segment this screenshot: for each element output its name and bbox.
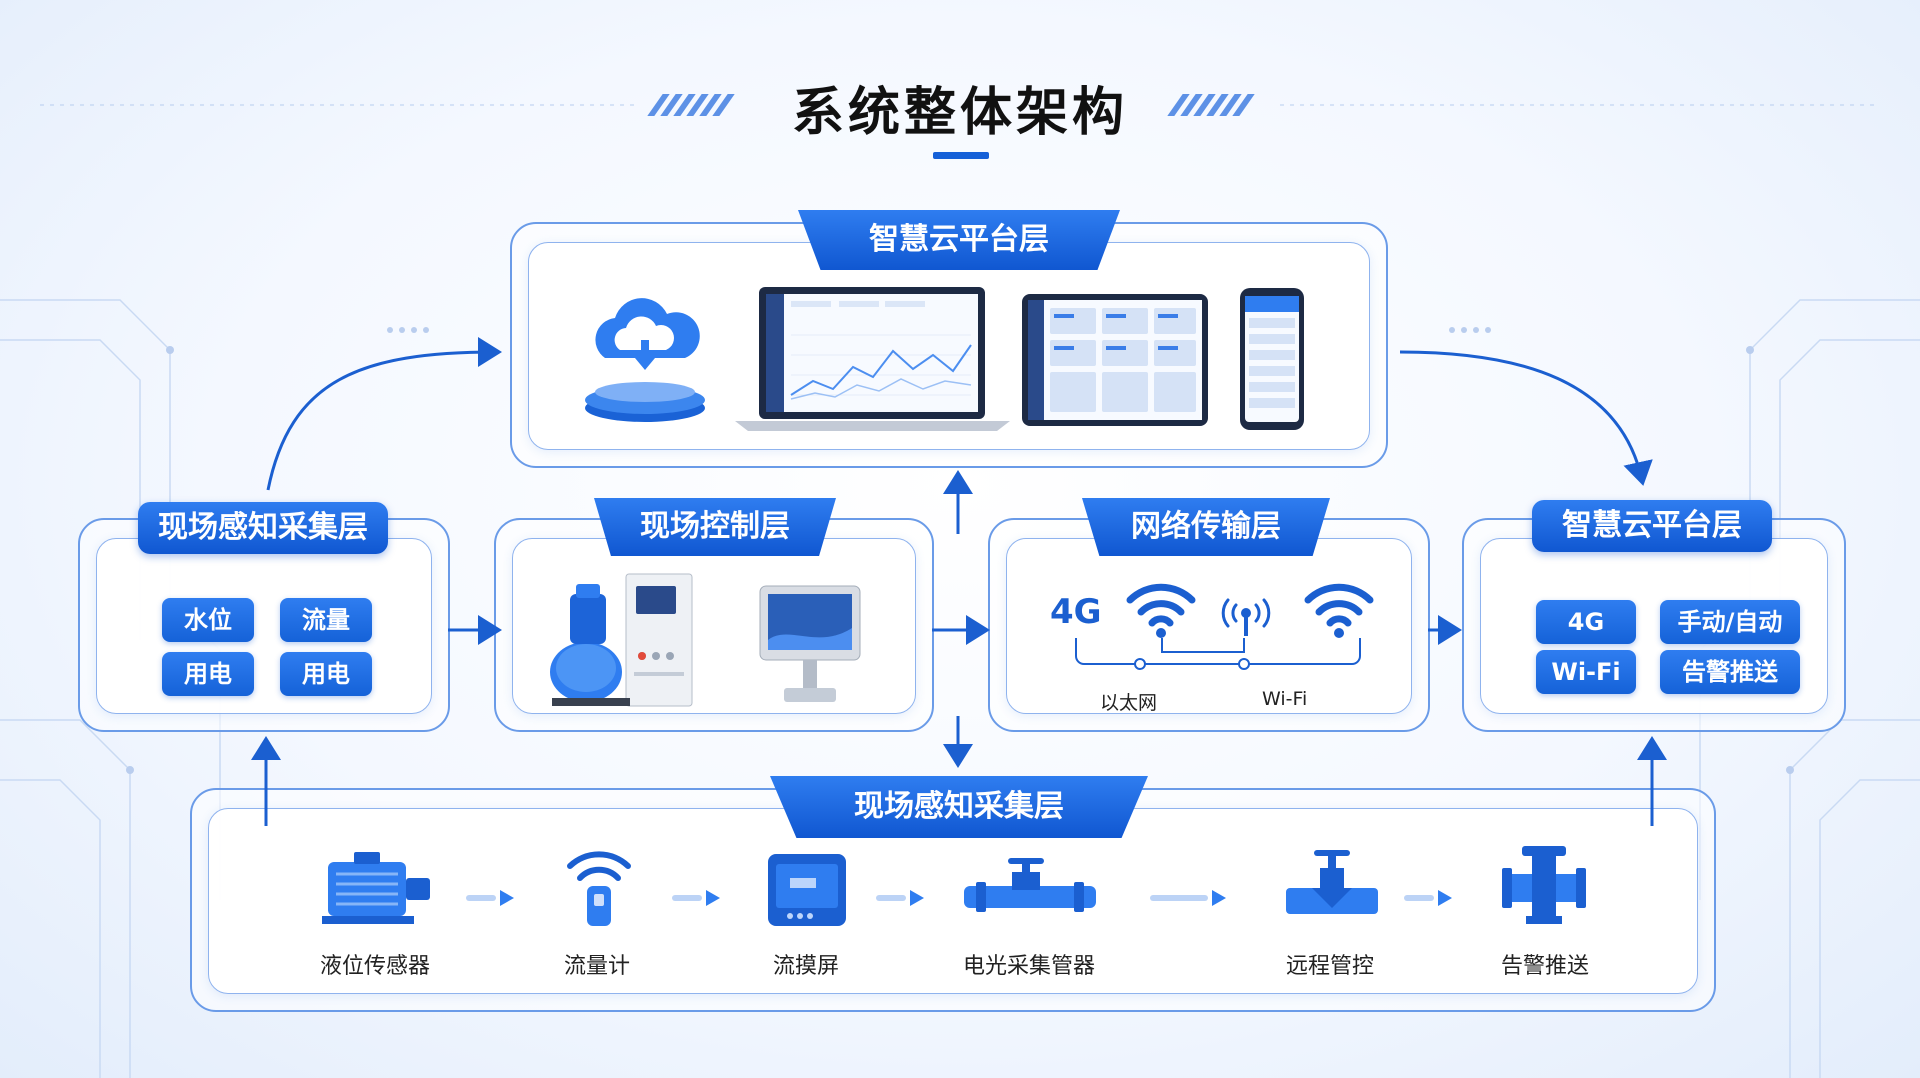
device-label-level-sensor: 液位传感器 (319, 954, 430, 979)
ethernet-label: 以太网 (1100, 692, 1158, 714)
bottom-sensing-tab: 现场感知采集层 (770, 776, 1148, 838)
chip-flow: 流量 (280, 598, 372, 642)
pump-unit-icon (550, 573, 693, 707)
tablet-dashboard-icon (1022, 294, 1208, 426)
network-layer-tab: 网络传输层 (1082, 498, 1330, 556)
control-layer-tab: 现场控制层 (594, 498, 836, 556)
page-title: 系统整体架构 (791, 83, 1128, 143)
sensing-layer-tab: 现场感知采集层 (138, 502, 388, 554)
network-connector-lines (1075, 638, 1361, 670)
device-label-remote-control: 远程管控 (1285, 954, 1374, 979)
cloud-server-icon (585, 298, 705, 422)
sensing-layer-panel-inner (96, 538, 432, 714)
alarm-valve-icon (1502, 846, 1586, 924)
touch-panel-icon (759, 585, 861, 702)
chip-alarm-push: 告警推送 (1660, 650, 1800, 694)
device-label-touchscreen: 流摸屏 (772, 954, 839, 979)
motor-icon (322, 852, 430, 924)
cloud-platform-tab: 智慧云平台层 (798, 210, 1120, 270)
laptop-dashboard-icon (735, 287, 1010, 431)
chip-water-level: 水位 (162, 598, 254, 642)
wifi-icon-2 (1304, 583, 1374, 638)
chip-4g: 4G (1536, 600, 1636, 644)
gate-valve-icon (1286, 850, 1378, 914)
phone-app-icon (1240, 288, 1304, 430)
chip-power: 用电 (162, 652, 254, 696)
pipe-valve-icon (964, 858, 1096, 912)
device-label-alarm-push: 告警推送 (1500, 954, 1589, 979)
flowmeter-icon (567, 851, 631, 926)
cloud-right-tab: 智慧云平台层 (1532, 500, 1772, 552)
network-layer-panel-inner (1006, 538, 1412, 714)
chip-power-2: 用电 (280, 652, 372, 696)
wifi-icon (1126, 583, 1196, 638)
chip-manual-auto: 手动/自动 (1660, 600, 1800, 644)
antenna-icon (1221, 598, 1271, 636)
title-right-stripes (1167, 94, 1265, 116)
device-label-flowmeter: 流量计 (563, 954, 630, 979)
device-label-collector: 电光采集管器 (962, 954, 1095, 979)
wifi-label: Wi-Fi (1262, 688, 1308, 710)
touchscreen-icon (768, 854, 846, 926)
network-4g-label: 4G (1050, 592, 1102, 632)
chip-wifi: Wi-Fi (1536, 650, 1636, 694)
title-underline (933, 152, 989, 159)
